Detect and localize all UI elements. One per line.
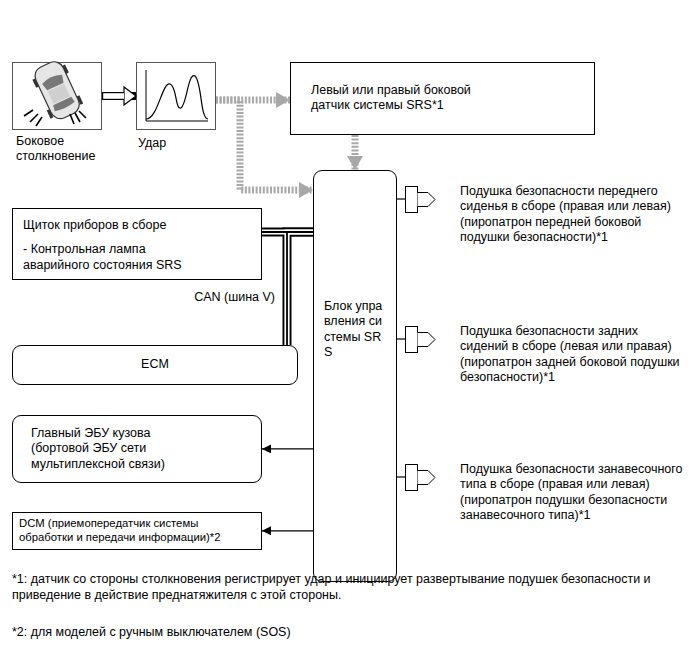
car-body xyxy=(32,58,83,121)
squib-symbol xyxy=(418,333,436,347)
impact-mark xyxy=(24,110,42,126)
footnote: *1: датчик со стороны столкновения регис… xyxy=(12,572,676,603)
airbag-item: Подушка безопасности задних сидений в сб… xyxy=(405,324,684,385)
connector xyxy=(262,448,313,449)
car-wheel xyxy=(62,64,69,73)
connector xyxy=(262,530,313,531)
node-text: Подушка безопасности занавесочного типа … xyxy=(460,462,684,523)
squib-connector xyxy=(406,465,418,491)
arrow-shaft-fill xyxy=(103,93,124,99)
node-body-text: - Контрольная лампа аварийного состояния… xyxy=(23,242,198,273)
bus-label: CAN (шина V) xyxy=(192,290,277,305)
bus-stripe xyxy=(287,232,313,345)
node-text: Главный ЭБУ кузова (бортовой ЭБУ сети му… xyxy=(31,426,181,472)
graph-frame xyxy=(137,63,216,130)
signal-flow-arrow xyxy=(352,135,359,170)
collision-picture: Боковое столкновение xyxy=(12,62,102,165)
node-text: DCM (приемопередатчик системы обработки … xyxy=(19,517,255,545)
node-text: Блок управления системы SRS xyxy=(324,299,388,360)
connector xyxy=(102,92,136,100)
connector xyxy=(397,198,405,199)
node-text: Удар xyxy=(138,136,216,151)
car-wheel xyxy=(47,109,54,118)
impact-mark xyxy=(70,111,86,124)
dcm-box: DCM (приемопередатчик системы обработки … xyxy=(12,512,262,550)
node-text: Подушка безопасности задних сидений в сб… xyxy=(460,324,684,385)
car-wheel xyxy=(77,95,84,104)
squib-symbols xyxy=(406,187,436,491)
bus-stripe xyxy=(287,232,313,345)
car-illustration xyxy=(29,57,85,123)
node-text: Щиток приборов в сборе xyxy=(23,218,251,233)
car-roof xyxy=(48,84,70,104)
connector xyxy=(397,476,405,477)
srs-ecu-box: Блок управления системы SRS xyxy=(313,170,397,582)
squib-connector xyxy=(406,187,418,213)
sensor-box: Левый или правый боковой датчик системы … xyxy=(290,62,595,135)
node-text: Боковое столкновение xyxy=(16,134,102,165)
node-text: Подушка безопасности переднего сиденья в… xyxy=(460,184,684,245)
airbag-item: Подушка безопасности занавесочного типа … xyxy=(405,462,684,523)
impact-marks xyxy=(24,110,86,126)
combination-meter-box: Щиток приборов в сборе - Контрольная ламп… xyxy=(12,208,262,280)
airbag-item: Подушка безопасности переднего сиденья в… xyxy=(405,184,684,245)
impact-curve xyxy=(146,76,208,119)
squib-symbol xyxy=(418,471,436,485)
can-bus xyxy=(287,232,313,345)
footnote: *2: для моделей с ручным выключателем (S… xyxy=(12,625,676,641)
car-wheel xyxy=(32,78,39,87)
body-ecu-box: Главный ЭБУ кузова (бортовой ЭБУ сети му… xyxy=(12,415,262,483)
connector xyxy=(397,338,405,339)
squib-connector xyxy=(406,327,418,353)
graph-axes xyxy=(146,70,208,121)
node-text: ECM xyxy=(21,357,289,372)
impact-graph: Удар xyxy=(136,62,216,151)
squib-symbol xyxy=(418,193,436,207)
ecm-box: ECM xyxy=(12,345,298,385)
node-text: Левый или правый боковой датчик системы … xyxy=(311,83,491,114)
